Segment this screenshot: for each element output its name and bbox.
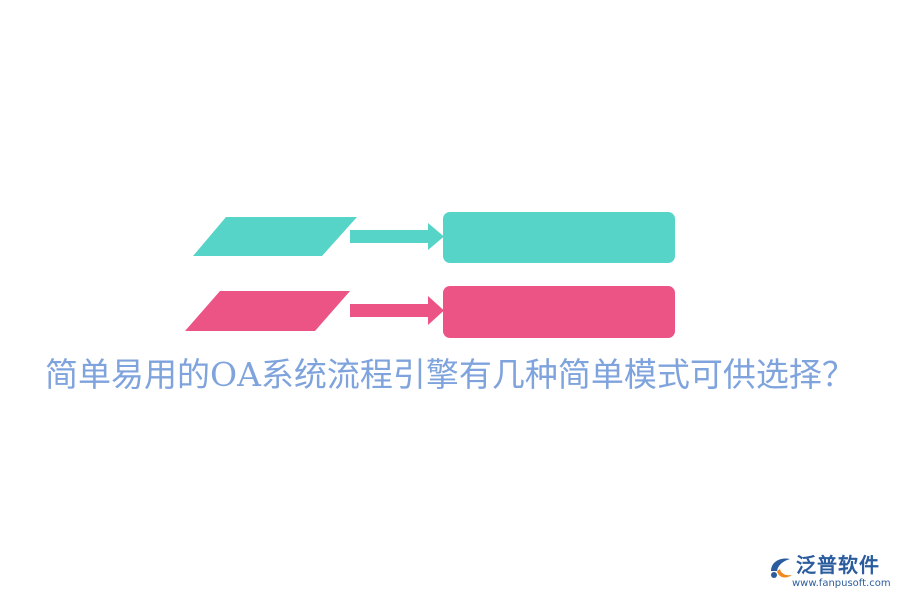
logo-url: www.fanpusoft.com [792, 578, 891, 589]
logo-name: 泛普软件 [796, 553, 880, 577]
page-title: 简单易用的OA系统流程引擎有几种简单模式可供选择？ [45, 355, 855, 394]
teal-process-box [443, 212, 675, 263]
teal-arrow [350, 223, 444, 250]
pink-arrow [350, 296, 444, 325]
fanpu-logo-icon [771, 558, 792, 578]
brand-logo: 泛普软件 www.fanpusoft.com [768, 552, 894, 596]
teal-input-parallelogram [193, 217, 357, 256]
pink-input-parallelogram [185, 291, 350, 331]
pink-process-box [443, 286, 675, 338]
